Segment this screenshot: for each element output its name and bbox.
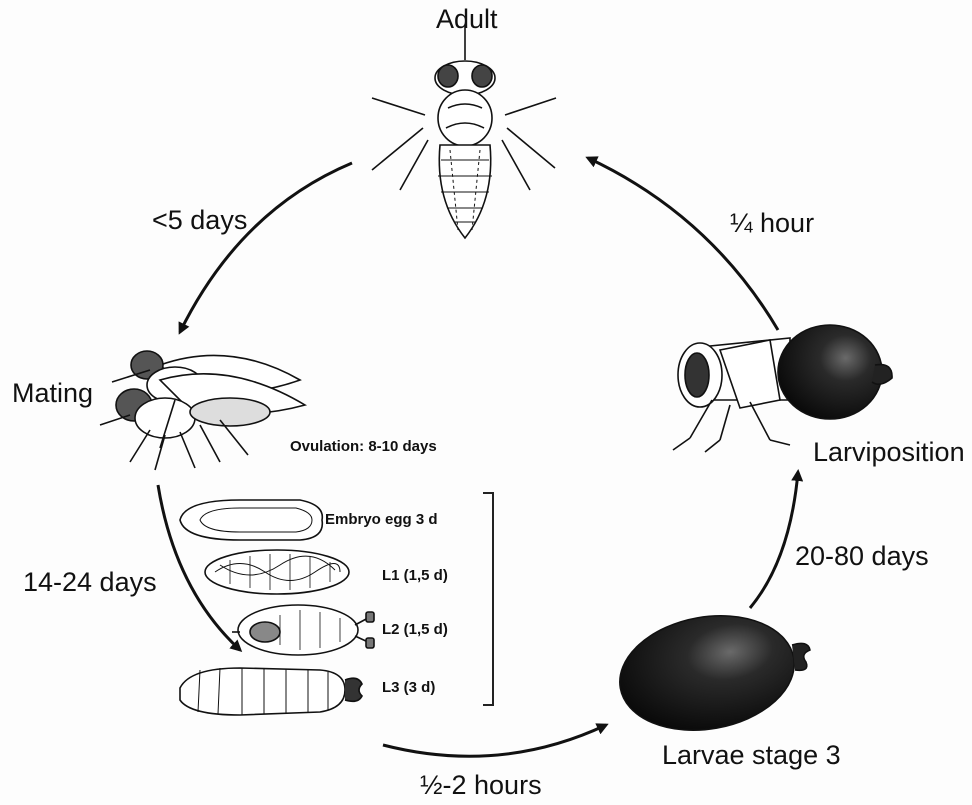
stage-label-mating: Mating: [12, 378, 93, 409]
stage-label-ovulation: Ovulation: 8-10 days: [290, 438, 437, 455]
arrow-pupa-to-larviposition: [750, 472, 798, 608]
bracket: [483, 493, 493, 705]
stage-label-larvae-stage-3: Larvae stage 3: [662, 740, 841, 771]
duration-larviposition-to-adult: ¼ hour: [730, 208, 814, 239]
stage-label-adult: Adult: [436, 4, 498, 35]
mating-flies-illustration: [100, 351, 305, 470]
stage-label-l1: L1 (1,5 d): [382, 567, 448, 584]
arrow-larvae-to-pupa: [383, 725, 606, 756]
l3-larva-illustration: [180, 668, 362, 715]
arrow-adult-to-mating: [180, 163, 352, 332]
embryo-egg-illustration: [180, 500, 322, 540]
l1-larva-illustration: [205, 550, 349, 594]
duration-larvae-to-pupa: ½-2 hours: [420, 770, 542, 801]
duration-pupa-to-larviposition: 20-80 days: [795, 541, 929, 572]
stage-label-embryo: Embryo egg 3 d: [325, 511, 438, 528]
larviposition-illustration: [673, 325, 892, 452]
pupa-illustration: [611, 603, 810, 744]
stage-label-l3: L3 (3 d): [382, 679, 435, 696]
adult-fly-illustration: [372, 25, 556, 238]
stage-label-larviposition: Larviposition: [813, 437, 965, 468]
stage-label-l2: L2 (1,5 d): [382, 621, 448, 638]
duration-mating-to-larvae: 14-24 days: [23, 567, 157, 598]
arrow-larviposition-to-adult: [588, 158, 778, 330]
l2-larva-illustration: [232, 605, 374, 655]
duration-adult-to-mating: <5 days: [152, 205, 247, 236]
